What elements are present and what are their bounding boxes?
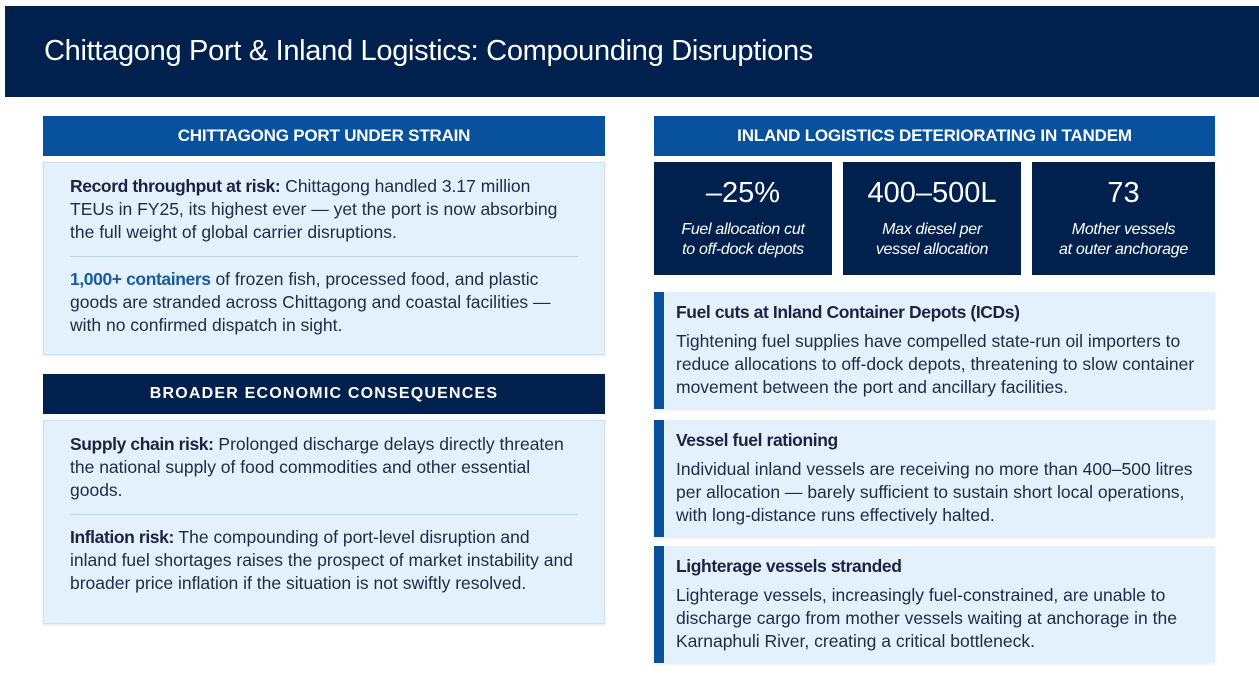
card-fuel-cuts-icd: Fuel cuts at Inland Container Depots (IC… [654,292,1215,409]
stat-label-line: Fuel allocation cut [681,221,805,238]
stat-label-line: to off-dock depots [682,241,804,258]
supply-chain-text: Prolonged discharge delays directly thre… [70,434,564,500]
inland-section-header: INLAND LOGISTICS DETERIORATING IN TANDEM [654,116,1215,156]
card-body: Lighterage vessels, increasingly fuel-co… [676,585,1177,651]
card-title: Lighterage vessels stranded [676,556,902,576]
divider [70,514,578,515]
card-lighterage-stranded: Lighterage vessels stranded Lighterage v… [654,546,1215,663]
supply-chain-lead: Supply chain risk: [70,434,214,454]
stat-label: Mother vessels at outer anchorage [1032,220,1215,260]
containers-lead: 1,000+ containers [70,269,211,289]
stat-label: Max diesel per vessel allocation [843,220,1021,260]
throughput-paragraph: Record throughput at risk: Chittagong ha… [70,175,578,244]
stat-label: Fuel allocation cut to off-dock depots [654,220,832,260]
card-body: Individual inland vessels are receiving … [676,459,1193,525]
title-bar: Chittagong Port & Inland Logistics: Comp… [5,6,1259,97]
stat-value: 400–500L [867,177,997,209]
inland-section-header-label: INLAND LOGISTICS DETERIORATING IN TANDEM [737,126,1132,145]
card-vessel-fuel-rationing: Vessel fuel rationing Individual inland … [654,420,1215,537]
stat-value: 73 [1107,177,1140,209]
card-title: Vessel fuel rationing [676,430,838,450]
containers-text: of frozen fish, processed food, and plas… [70,269,551,335]
port-section-header: CHITTAGONG PORT UNDER STRAIN [43,116,605,156]
port-section-header-label: CHITTAGONG PORT UNDER STRAIN [177,126,471,145]
econ-section-header: BROADER ECONOMIC CONSEQUENCES [43,374,605,414]
stat-label-line: Max diesel per [882,221,982,238]
stat-max-diesel: 400–500L Max diesel per vessel allocatio… [843,162,1021,275]
stat-label-line: Mother vessels [1071,221,1176,238]
stat-fuel-cut: –25% Fuel allocation cut to off-dock dep… [654,162,832,275]
stat-label-line: vessel allocation [875,241,989,258]
throughput-text: Chittagong handled 3.17 million TEUs in … [70,176,558,242]
containers-paragraph: 1,000+ containers of frozen fish, proces… [70,268,578,337]
throughput-lead: Record throughput at risk: [70,176,281,196]
supply-chain-paragraph: Supply chain risk: Prolonged discharge d… [70,433,578,502]
stat-value: –25% [705,177,781,209]
card-body: Tightening fuel supplies have compelled … [676,331,1195,397]
stat-label-line: at outer anchorage [1059,241,1188,258]
stat-mother-vessels: 73 Mother vessels at outer anchorage [1032,162,1215,275]
port-section-panel: Record throughput at risk: Chittagong ha… [43,162,605,355]
inflation-lead: Inflation risk: [70,527,174,547]
card-title: Fuel cuts at Inland Container Depots (IC… [676,302,1020,322]
divider [70,256,578,257]
inflation-paragraph: Inflation risk: The compounding of port-… [70,526,578,595]
page-title: Chittagong Port & Inland Logistics: Comp… [44,35,813,67]
econ-section-panel: Supply chain risk: Prolonged discharge d… [43,420,605,624]
econ-section-header-label: BROADER ECONOMIC CONSEQUENCES [149,385,499,402]
inflation-text: The compounding of port-level disruption… [70,527,573,593]
